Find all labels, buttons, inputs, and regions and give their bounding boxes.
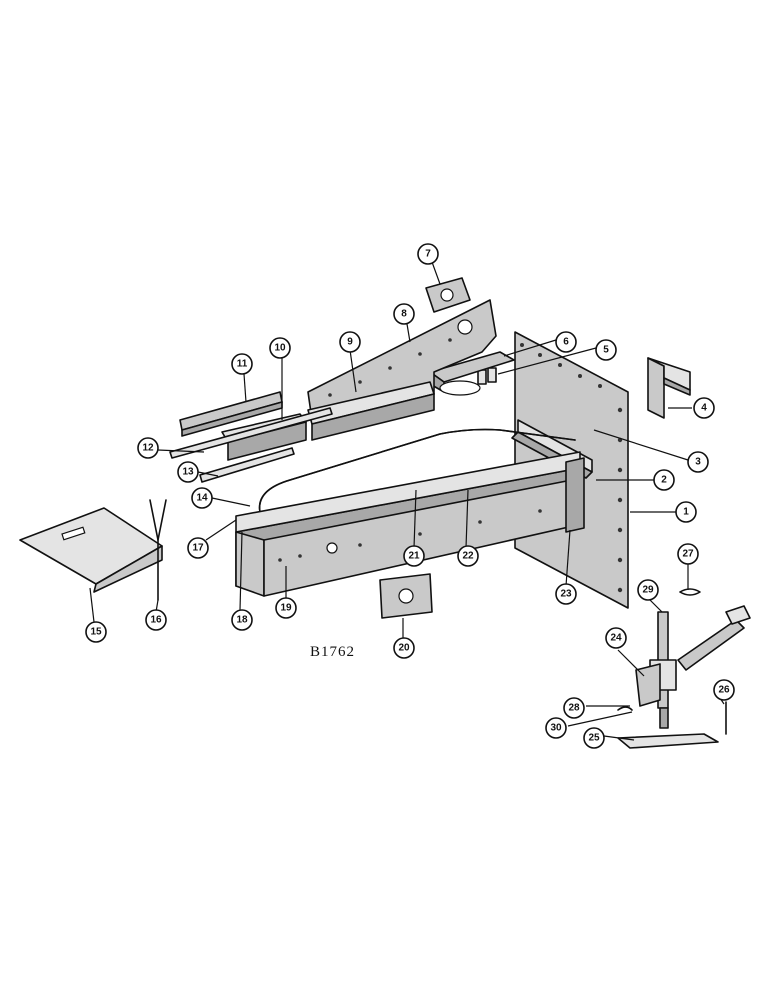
svg-text:16: 16 xyxy=(150,615,162,626)
svg-text:26: 26 xyxy=(718,685,730,696)
callout-13: 13 xyxy=(177,461,199,483)
svg-text:3: 3 xyxy=(695,457,701,468)
callout-6: 6 xyxy=(555,331,577,353)
callout-20: 20 xyxy=(393,637,415,659)
svg-text:7: 7 xyxy=(425,249,431,260)
strip-12 xyxy=(169,407,333,459)
svg-text:17: 17 xyxy=(192,543,204,554)
svg-text:27: 27 xyxy=(682,549,694,560)
shield xyxy=(19,507,163,593)
callout-27: 27 xyxy=(677,543,699,565)
svg-text:12: 12 xyxy=(142,443,154,454)
jack-assembly xyxy=(617,588,751,749)
svg-text:24: 24 xyxy=(610,633,622,644)
svg-text:19: 19 xyxy=(280,603,292,614)
svg-text:15: 15 xyxy=(90,627,102,638)
callout-29: 29 xyxy=(637,579,659,601)
svg-text:22: 22 xyxy=(462,551,474,562)
callout-2: 2 xyxy=(653,469,675,491)
callout-5: 5 xyxy=(595,339,617,361)
svg-text:11: 11 xyxy=(237,359,248,370)
callout-28: 28 xyxy=(563,697,585,719)
svg-text:28: 28 xyxy=(568,703,580,714)
callout-25: 25 xyxy=(583,727,605,749)
svg-text:29: 29 xyxy=(642,585,654,596)
svg-text:8: 8 xyxy=(401,309,407,320)
svg-text:23: 23 xyxy=(560,589,572,600)
callout-7: 7 xyxy=(417,243,439,265)
mount-plate xyxy=(425,277,471,313)
callout-19: 19 xyxy=(275,597,297,619)
callout-1: 1 xyxy=(675,501,697,523)
figure-id: B1762 xyxy=(310,644,355,660)
strip-13 xyxy=(199,447,295,483)
svg-text:13: 13 xyxy=(182,467,194,478)
callout-11: 11 xyxy=(231,353,253,375)
svg-text:1: 1 xyxy=(683,507,689,518)
callout-15: 15 xyxy=(85,621,107,643)
callout-10: 10 xyxy=(269,337,291,359)
svg-text:21: 21 xyxy=(408,551,420,562)
svg-text:14: 14 xyxy=(196,493,208,504)
callout-12: 12 xyxy=(137,437,159,459)
callout-24: 24 xyxy=(605,627,627,649)
svg-text:18: 18 xyxy=(236,615,248,626)
svg-text:2: 2 xyxy=(661,475,667,486)
svg-text:9: 9 xyxy=(347,337,353,348)
callout-21: 21 xyxy=(403,545,425,567)
callout-30: 30 xyxy=(545,717,567,739)
svg-text:20: 20 xyxy=(398,643,410,654)
svg-text:30: 30 xyxy=(550,723,562,734)
callout-14: 14 xyxy=(191,487,213,509)
leader-lines xyxy=(89,261,725,741)
callout-17: 17 xyxy=(187,537,209,559)
callout-23: 23 xyxy=(555,583,577,605)
bearing-plate xyxy=(379,573,433,619)
callout-4: 4 xyxy=(693,397,715,419)
svg-text:10: 10 xyxy=(274,343,286,354)
callout-8: 8 xyxy=(393,303,415,325)
channel-9 xyxy=(307,380,481,441)
callout-9: 9 xyxy=(339,331,361,353)
svg-text:25: 25 xyxy=(588,733,600,744)
callout-16: 16 xyxy=(145,609,167,631)
callout-22: 22 xyxy=(457,545,479,567)
callouts: 1 2 3 4 5 6 7 8 9 10 11 12 13 14 15 16 1… xyxy=(85,243,735,749)
y-support xyxy=(149,499,167,601)
svg-text:4: 4 xyxy=(701,403,707,414)
callout-26: 26 xyxy=(713,679,735,701)
main-trough xyxy=(235,451,585,597)
hanger-bracket xyxy=(647,357,691,419)
callout-18: 18 xyxy=(231,609,253,631)
callout-3: 3 xyxy=(687,451,709,473)
svg-text:5: 5 xyxy=(603,345,609,356)
svg-text:6: 6 xyxy=(563,337,569,348)
